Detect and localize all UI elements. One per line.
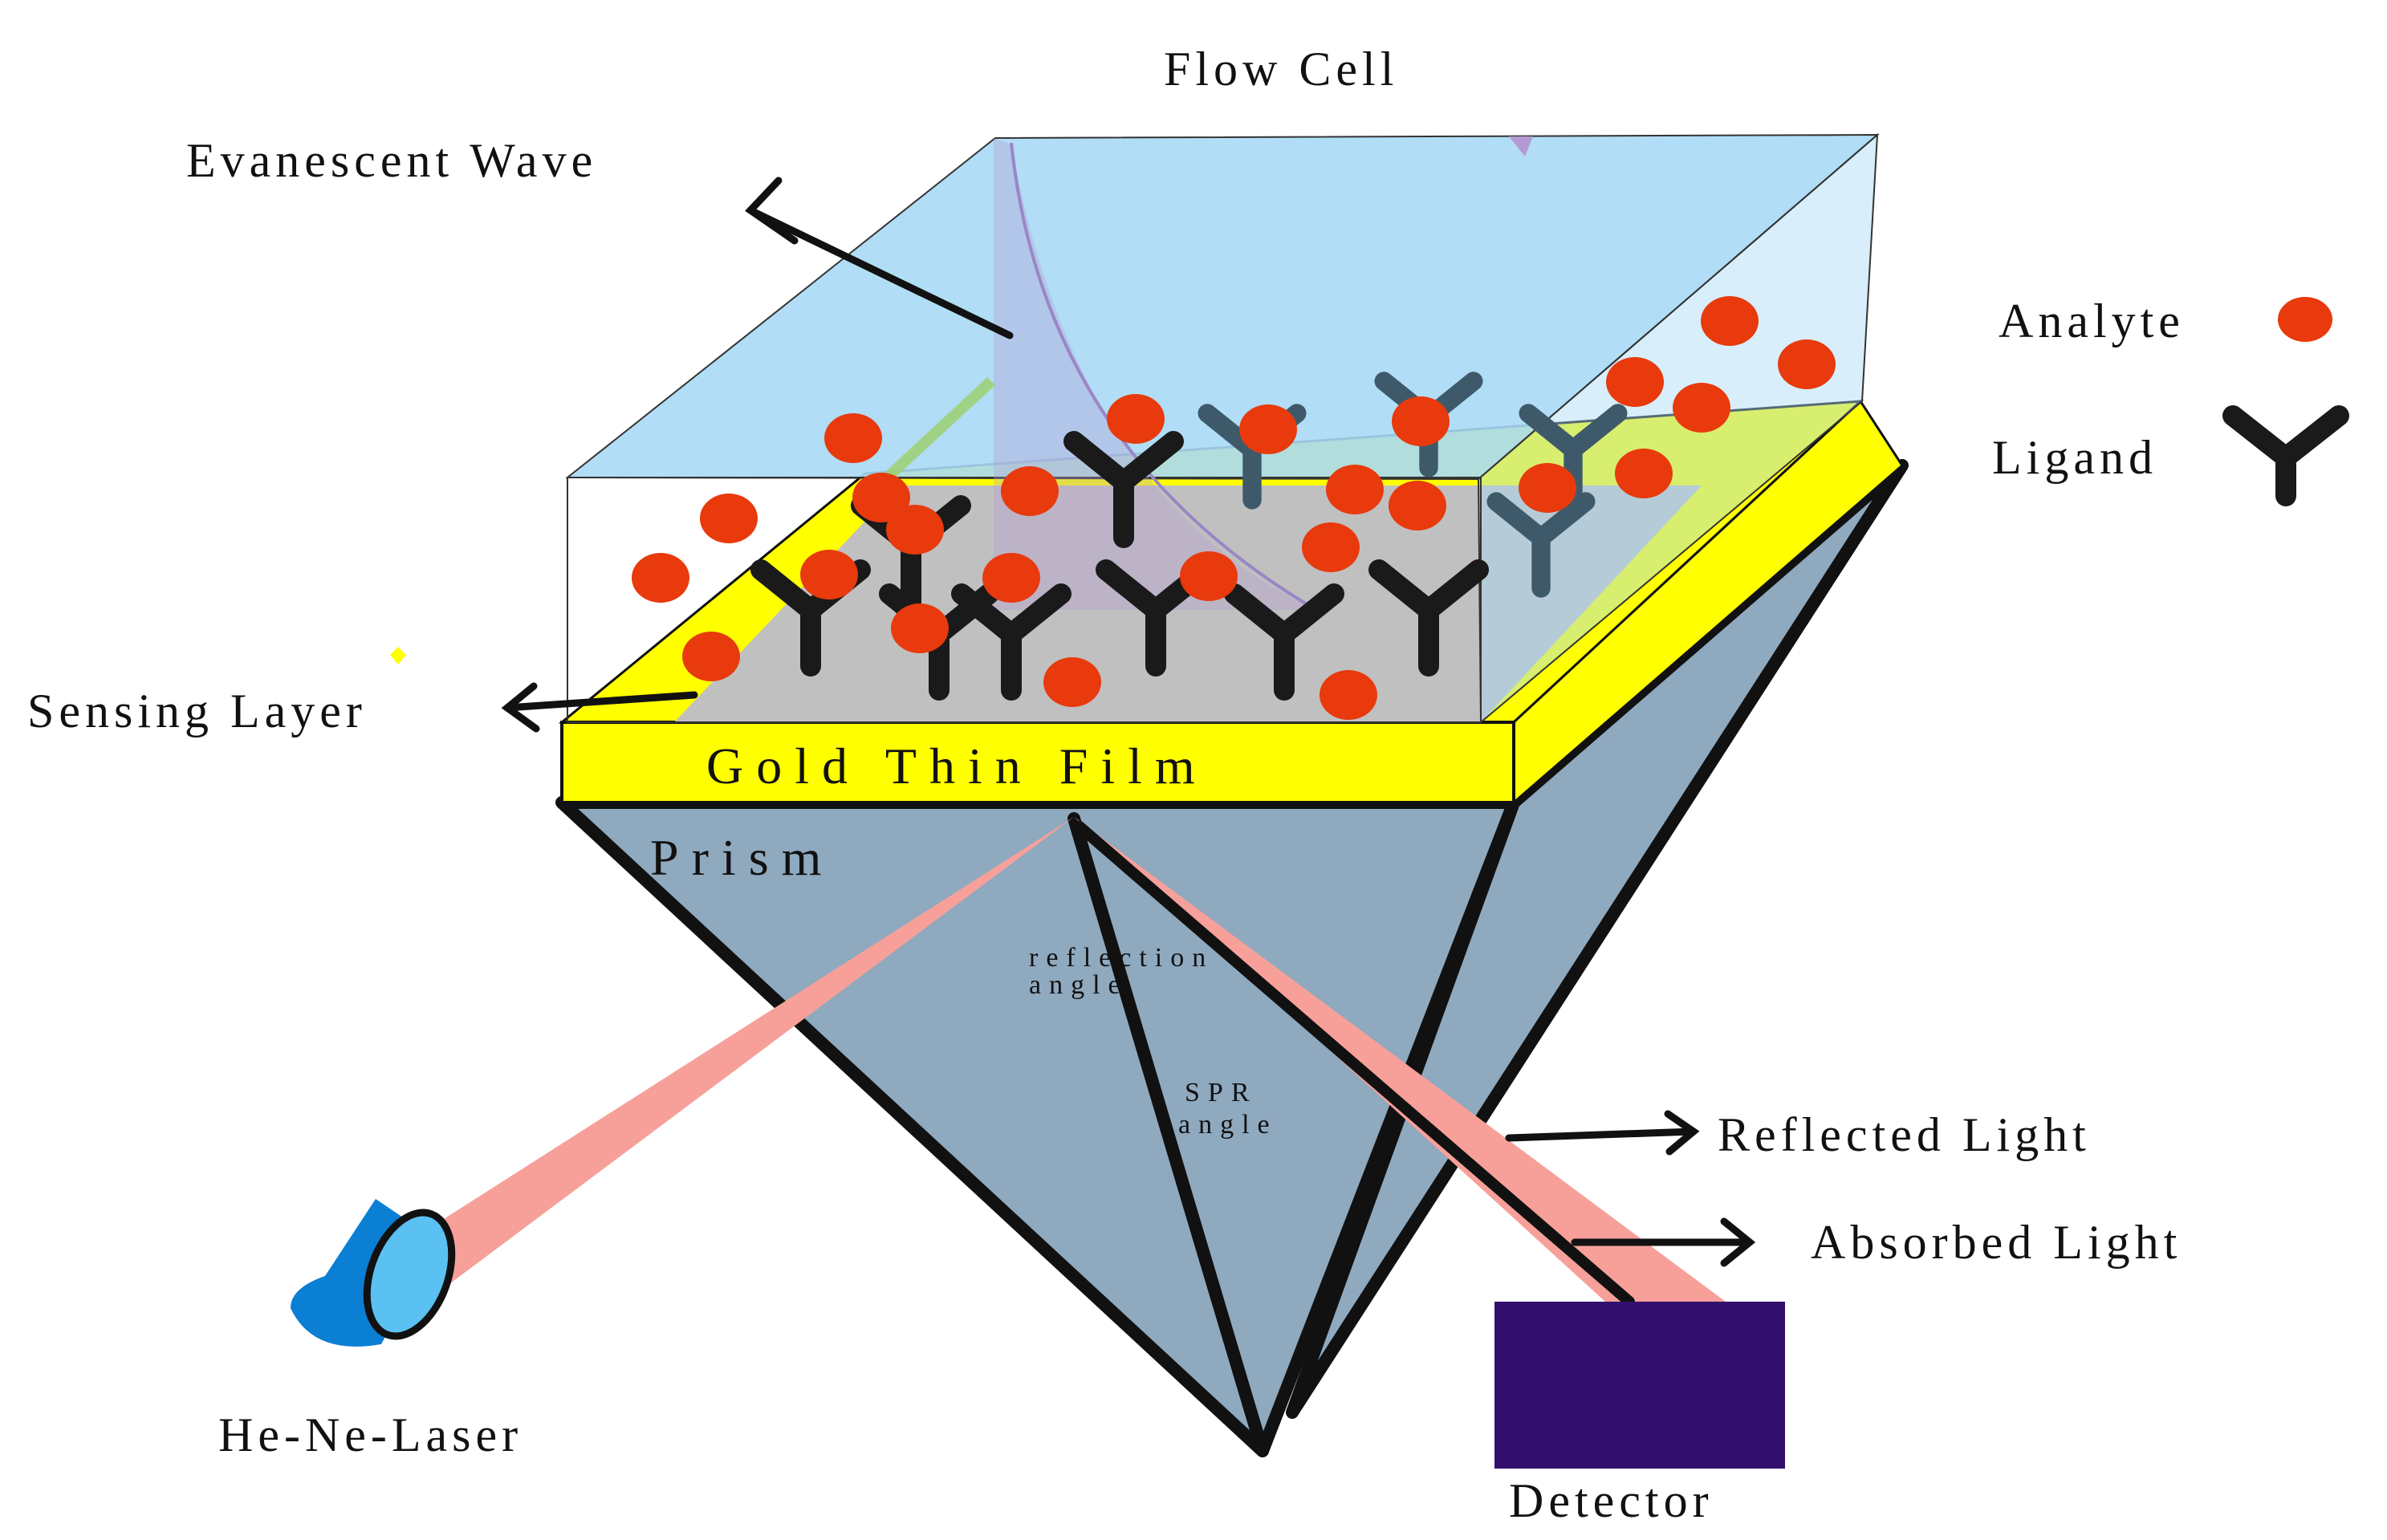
prism-label: Prism — [650, 829, 834, 886]
analyte-icon — [682, 632, 740, 681]
detector-label: Detector — [1509, 1474, 1714, 1527]
laser-lens — [363, 1209, 456, 1340]
evanescent-wave-tip — [1509, 136, 1533, 156]
sensing-layer-arrow — [501, 682, 698, 733]
analyte-icon — [632, 553, 689, 603]
evanescent-wave-curve — [1010, 142, 1318, 612]
sensing-layer-label: Sensing Layer — [27, 685, 367, 737]
analyte-icon — [1043, 657, 1101, 707]
analyte-label: Analyte — [1999, 295, 2185, 347]
analyte-icon — [1519, 463, 1576, 513]
prism-front-face — [555, 796, 1520, 1457]
analyte-icon — [1320, 670, 1377, 720]
flow-cell-label: Flow Cell — [1164, 43, 1398, 95]
analyte-legend-icon — [2278, 297, 2332, 342]
absorbed-light-label: Absorbed Light — [1811, 1216, 2182, 1269]
analyte-icon — [852, 473, 910, 522]
analyte-icon — [1001, 466, 1059, 516]
incident-beam — [417, 817, 1074, 1284]
analyte-icon — [886, 505, 944, 555]
laser-beams — [417, 817, 1726, 1307]
reflection-angle-label-line1: reflection — [1029, 943, 1214, 973]
evanescent-wave-field — [994, 138, 1316, 610]
analyte-icon — [1615, 449, 1673, 498]
analyte-icon — [1180, 551, 1238, 601]
analyte-icon — [1389, 481, 1446, 530]
ligand-label: Ligand — [1992, 431, 2157, 484]
analyte-icon — [1326, 465, 1384, 514]
reflected-light-label: Reflected Light — [1718, 1108, 2091, 1161]
spr-angle-label-line2: angle — [1178, 1110, 1278, 1140]
analyte-icon — [1673, 383, 1730, 433]
evanescent-wave-arrow — [745, 177, 1014, 339]
reflected-beam — [1074, 817, 1726, 1302]
evanescent-wave-label: Evanescent Wave — [186, 134, 597, 187]
analyte-icon — [800, 550, 858, 599]
he-ne-laser-device — [291, 1199, 456, 1347]
he-ne-laser-label: He-Ne-Laser — [218, 1408, 523, 1461]
ligand-icon — [1063, 431, 1184, 548]
gold-thin-film-label: Gold Thin Film — [706, 737, 1208, 794]
analyte-icon — [1778, 339, 1836, 389]
analyte-icon — [824, 413, 882, 463]
analyte-icon — [1606, 357, 1664, 407]
analyte-icon — [1107, 394, 1165, 444]
prism-inner-edge — [1067, 812, 1269, 1457]
flow-cell — [565, 132, 1880, 725]
analyte-icon — [891, 603, 949, 653]
analyte-icon — [700, 494, 758, 543]
ligand-legend-icon — [2222, 405, 2349, 506]
ligand-icon — [1486, 492, 1596, 598]
prism — [555, 459, 1909, 1457]
analyte-icon — [1302, 522, 1360, 572]
analytes — [632, 296, 1836, 720]
analyte-icon — [982, 553, 1040, 603]
reflection-angle-label-line2: angle — [1029, 970, 1128, 1000]
spr-angle-label-line1: SPR — [1185, 1078, 1258, 1107]
analyte-icon — [1239, 404, 1297, 454]
ligand-icon — [1224, 583, 1344, 701]
detector-box — [1494, 1302, 1785, 1469]
ligand-icon — [1368, 559, 1489, 677]
analyte-icon — [1701, 296, 1759, 346]
pointer-arrows — [501, 177, 1756, 1267]
analyte-icon — [1392, 396, 1450, 446]
reflected-light-arrow — [1505, 1110, 1700, 1156]
ligand-icon — [951, 583, 1072, 701]
flow-cell-green-strip — [875, 377, 995, 482]
absorbed-light-arrow — [1571, 1217, 1756, 1267]
yellow-marker — [390, 647, 406, 664]
reflected-beam-edge — [1074, 821, 1635, 1307]
